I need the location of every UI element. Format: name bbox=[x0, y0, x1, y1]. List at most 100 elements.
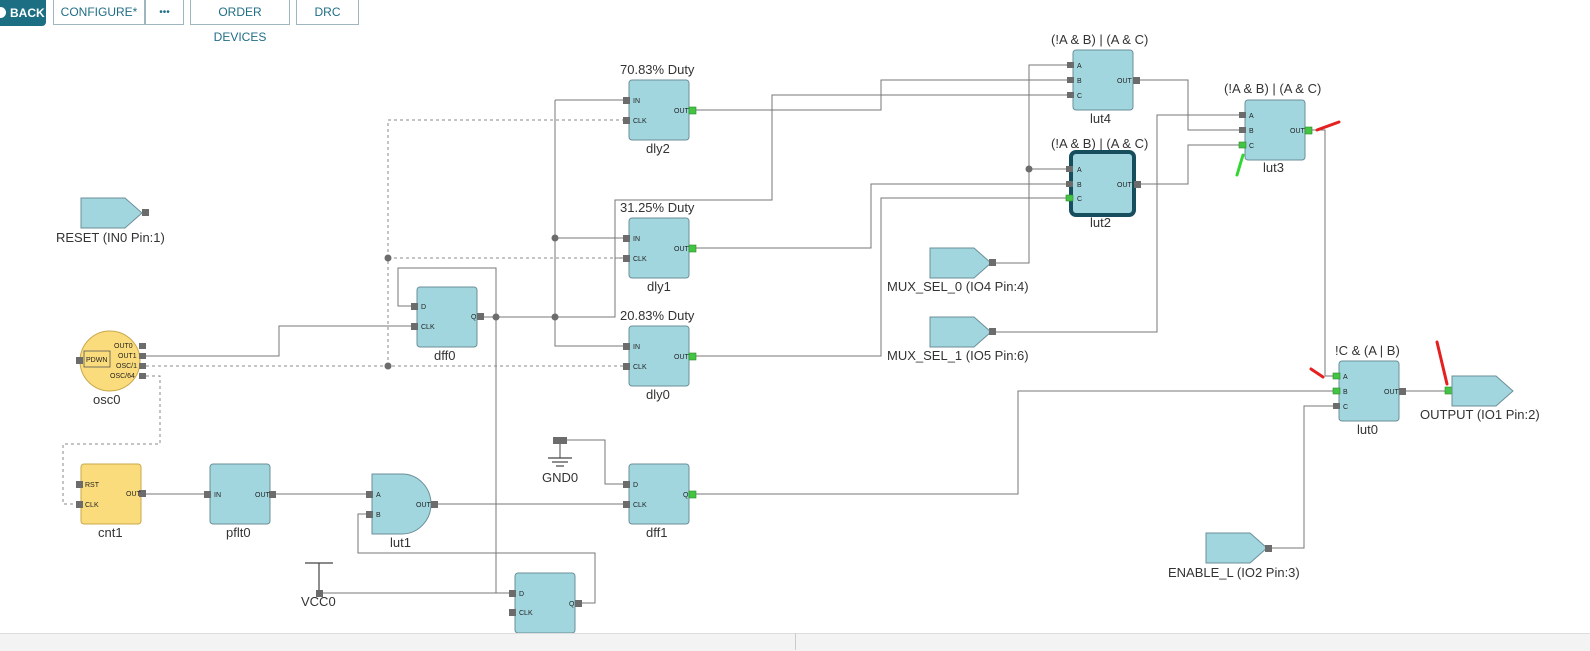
dly0-label: dly0 bbox=[646, 387, 670, 402]
lut3-label: lut3 bbox=[1263, 160, 1284, 175]
mux-sel-0-port[interactable]: MUX_SEL_0 (IO4 Pin:4) bbox=[887, 247, 1029, 294]
wire[interactable] bbox=[993, 64, 1070, 264]
lut4-expr-label: (!A & B) | (A & C) bbox=[1051, 32, 1148, 47]
in-pin-label: IN bbox=[633, 98, 640, 105]
lut2-expr-label: (!A & B) | (A & C) bbox=[1051, 136, 1148, 151]
back-arrow-icon bbox=[0, 7, 6, 18]
lut0-expr-label: !C & (A | B) bbox=[1335, 343, 1400, 358]
out-pin-label: OUT bbox=[416, 502, 432, 509]
lut0-label: lut0 bbox=[1357, 422, 1378, 437]
a-pin-label: A bbox=[1343, 374, 1348, 381]
b-pin-label: B bbox=[1077, 182, 1082, 189]
c-pin-label: C bbox=[1249, 143, 1254, 150]
back-button[interactable]: BACK bbox=[0, 0, 46, 26]
d-pin-label: D bbox=[633, 482, 638, 489]
wire[interactable] bbox=[1137, 144, 1240, 185]
wire[interactable] bbox=[614, 200, 625, 259]
dly0-duty-label: 20.83% Duty bbox=[620, 308, 695, 323]
wire[interactable] bbox=[618, 94, 1070, 201]
in-pin-label: IN bbox=[214, 492, 221, 499]
lut0-block[interactable]: !C & (A | B) A B C OUT lut0 bbox=[1332, 343, 1406, 437]
more-options-button[interactable]: ••• bbox=[145, 0, 184, 25]
out-pin-label: OUT bbox=[126, 491, 142, 498]
out-pin-label: OUT bbox=[674, 354, 690, 361]
order-devices-button[interactable]: ORDER DEVICES bbox=[190, 0, 290, 44]
dly0-block[interactable]: 20.83% Duty IN CLK OUT dly0 bbox=[620, 308, 697, 402]
out-pin-label: OUT bbox=[1290, 128, 1306, 135]
lut3-block[interactable]: (!A & B) | (A & C) A B C OUT lut3 bbox=[1224, 81, 1321, 175]
wire[interactable] bbox=[993, 114, 1240, 333]
clk-pin-label: CLK bbox=[85, 502, 99, 509]
reset-port-label: RESET (IN0 Pin:1) bbox=[56, 230, 165, 245]
wire[interactable] bbox=[495, 317, 515, 594]
out-pin-label: OUT bbox=[674, 108, 690, 115]
dff1-label: dff1 bbox=[646, 525, 667, 540]
rst-pin-label: RST bbox=[85, 482, 100, 489]
dff-bottom-block[interactable]: D CLK Q bbox=[509, 572, 582, 633]
gnd0-label: GND0 bbox=[542, 470, 578, 485]
wire[interactable] bbox=[357, 513, 596, 604]
enable-l-port[interactable]: ENABLE_L (IO2 Pin:3) bbox=[1168, 532, 1300, 580]
mux-sel-1-port[interactable]: MUX_SEL_1 (IO5 Pin:6) bbox=[887, 316, 1029, 363]
c-pin-label: C bbox=[1343, 404, 1348, 411]
osc0-block[interactable]: PDWN OUT0 OUT1 OSC/1 OSC/64 osc0 bbox=[76, 330, 146, 407]
mux-sel-0-label: MUX_SEL_0 (IO4 Pin:4) bbox=[887, 279, 1029, 294]
panel-splitter[interactable] bbox=[795, 633, 796, 650]
pdwn-pin-label: PDWN bbox=[86, 357, 107, 364]
dly2-block[interactable]: 70.83% Duty IN CLK OUT dly2 bbox=[620, 62, 697, 156]
dff0-block[interactable]: D CLK Q dff0 bbox=[411, 286, 484, 363]
cnt1-block[interactable]: RST CLK OUT cnt1 bbox=[76, 463, 146, 540]
lut2-block[interactable]: (!A & B) | (A & C) A B C OUT lut2 bbox=[1051, 136, 1148, 230]
wire[interactable] bbox=[62, 375, 161, 505]
d-pin-label: D bbox=[421, 304, 426, 311]
out-pin-label: OUT bbox=[1384, 389, 1400, 396]
dly1-block[interactable]: 31.25% Duty IN CLK OUT dly1 bbox=[620, 200, 697, 294]
osc64-pin-label: OSC/64 bbox=[110, 373, 135, 380]
wire[interactable] bbox=[146, 325, 413, 357]
configure-button[interactable]: CONFIGURE* bbox=[53, 0, 145, 25]
wire[interactable] bbox=[692, 197, 1070, 357]
lut4-block[interactable]: (!A & B) | (A & C) A B C OUT lut4 bbox=[1051, 32, 1148, 126]
c-pin-label: C bbox=[1077, 93, 1082, 100]
out0-pin-label: OUT0 bbox=[114, 343, 133, 350]
lut2-label: lut2 bbox=[1090, 215, 1111, 230]
osc0-label: osc0 bbox=[93, 392, 120, 407]
lut1-block[interactable]: A B OUT lut1 bbox=[366, 473, 438, 550]
wire[interactable] bbox=[1310, 129, 1335, 377]
wire[interactable] bbox=[554, 100, 625, 347]
back-label: BACK bbox=[10, 6, 45, 20]
clk-pin-label: CLK bbox=[421, 324, 435, 331]
output-port[interactable]: OUTPUT (IO1 Pin:2) bbox=[1420, 375, 1540, 422]
lut3-expr-label: (!A & B) | (A & C) bbox=[1224, 81, 1321, 96]
q-pin-label: Q bbox=[569, 601, 575, 608]
wires bbox=[62, 64, 1447, 604]
wire[interactable] bbox=[1270, 405, 1335, 549]
wire[interactable] bbox=[692, 390, 1335, 495]
wire[interactable] bbox=[692, 183, 1070, 249]
schematic-canvas[interactable]: RESET (IN0 Pin:1) PDWN OUT0 OUT1 OSC/1 O… bbox=[0, 0, 1590, 633]
a-pin-label: A bbox=[1077, 63, 1082, 70]
output-port-label: OUTPUT (IO1 Pin:2) bbox=[1420, 407, 1540, 422]
gnd0-symbol[interactable]: GND0 bbox=[542, 437, 578, 485]
dly2-duty-label: 70.83% Duty bbox=[620, 62, 695, 77]
wire[interactable] bbox=[397, 267, 497, 317]
dly1-duty-label: 31.25% Duty bbox=[620, 200, 695, 215]
pflt0-block[interactable]: IN OUT pflt0 bbox=[204, 463, 276, 540]
out-pin-label: OUT bbox=[674, 246, 690, 253]
vcc0-label: VCC0 bbox=[301, 594, 336, 609]
wire[interactable] bbox=[387, 119, 625, 366]
osc1-pin-label: OSC/1 bbox=[116, 363, 137, 370]
b-pin-label: B bbox=[1249, 128, 1254, 135]
a-pin-label: A bbox=[1249, 113, 1254, 120]
out-pin-label: OUT bbox=[255, 492, 271, 499]
vcc0-symbol[interactable]: VCC0 bbox=[301, 562, 336, 609]
q-pin-label: Q bbox=[471, 314, 477, 321]
dff1-block[interactable]: D CLK Q dff1 bbox=[623, 463, 697, 540]
enable-l-port-label: ENABLE_L (IO2 Pin:3) bbox=[1168, 565, 1300, 580]
wire[interactable] bbox=[1137, 79, 1240, 131]
reset-port[interactable]: RESET (IN0 Pin:1) bbox=[56, 197, 165, 245]
mux-sel-1-label: MUX_SEL_1 (IO5 Pin:6) bbox=[887, 348, 1029, 363]
wire[interactable] bbox=[567, 439, 625, 485]
c-pin-label: C bbox=[1077, 196, 1082, 203]
drc-button[interactable]: DRC bbox=[296, 0, 359, 25]
